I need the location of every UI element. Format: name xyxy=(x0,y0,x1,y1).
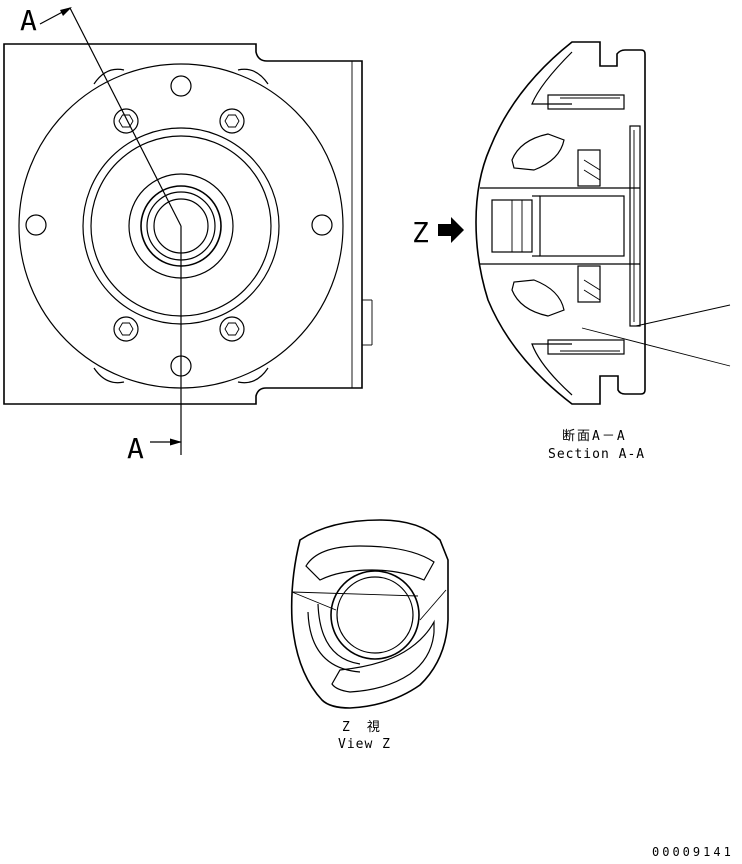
seal-ring xyxy=(577,265,601,303)
section-inner-profile xyxy=(531,51,573,105)
section-inner-profile xyxy=(531,343,573,396)
lower-pocket xyxy=(331,619,435,693)
section-marker-top: A xyxy=(20,4,37,37)
section-view: Z 断面A－A Section A-A xyxy=(412,41,731,462)
leader-line xyxy=(635,304,731,327)
hatch-line xyxy=(583,289,601,301)
hatch-line xyxy=(583,159,601,171)
corner-boss xyxy=(93,68,125,85)
bolt-lower xyxy=(547,339,625,355)
front-view: A A xyxy=(3,4,373,465)
bolt-hole xyxy=(170,75,192,97)
hatch-line xyxy=(583,279,601,291)
view-z-outer-profile xyxy=(290,519,449,709)
leader-line xyxy=(581,327,731,367)
cap-screw xyxy=(113,108,139,134)
view-marker: Z xyxy=(412,216,429,249)
leader-line xyxy=(419,589,447,621)
view-z-bore-outer xyxy=(330,570,420,660)
view-z: Z 視 View Z xyxy=(290,519,449,752)
bolt-hole xyxy=(311,214,333,236)
bore-ring-arc xyxy=(317,603,361,665)
corner-boss xyxy=(237,68,269,85)
bore-ring-arc xyxy=(307,611,361,673)
cap-screw xyxy=(219,108,245,134)
cap-screw xyxy=(219,316,245,342)
seal-ring xyxy=(577,149,601,187)
upper-pocket xyxy=(305,545,435,581)
hatch-line xyxy=(583,169,601,181)
view-direction-arrow xyxy=(438,217,464,243)
drawing-number: 00009141 xyxy=(652,845,734,859)
section-caption-japanese: 断面A－A xyxy=(562,429,627,444)
cored-passage xyxy=(511,279,565,317)
leader-line xyxy=(291,591,337,611)
section-caption-english: Section A-A xyxy=(548,447,645,462)
shaft-body xyxy=(539,195,625,257)
cutting-plane-line xyxy=(39,7,182,455)
section-marker-bottom: A xyxy=(127,432,144,465)
view-caption-japanese: Z 視 xyxy=(342,720,382,735)
corner-boss xyxy=(93,367,125,384)
bolt-hole xyxy=(25,214,47,236)
arrow-head-bottom xyxy=(170,438,182,446)
cap-screw xyxy=(113,316,139,342)
cover-plate xyxy=(629,125,641,327)
section-outer-profile xyxy=(475,41,646,405)
leader-line xyxy=(291,591,419,597)
cored-passage xyxy=(511,133,565,171)
housing-outline xyxy=(3,43,363,405)
view-caption-english: View Z xyxy=(338,737,391,752)
arrow-head-top xyxy=(60,7,72,16)
corner-boss xyxy=(237,367,269,384)
bolt-upper xyxy=(547,94,625,110)
view-z-bore xyxy=(336,576,414,654)
